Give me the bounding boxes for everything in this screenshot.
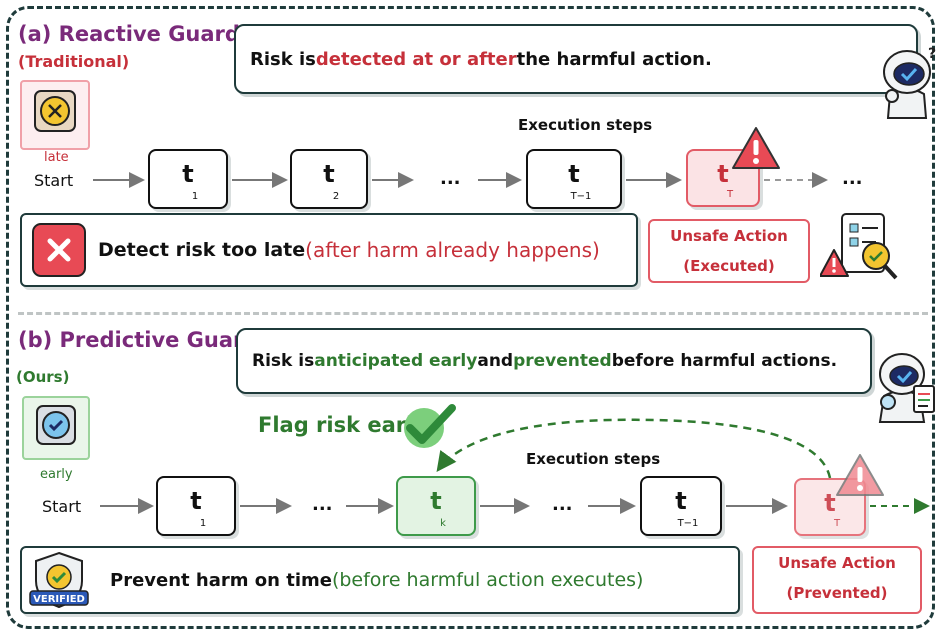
section-b-unsafe-action: Unsafe Action (Prevented) <box>752 546 922 614</box>
late-clock-icon <box>34 90 76 132</box>
flag-risk-label: Flag risk early <box>258 413 428 437</box>
step-a-1: t 1 <box>148 149 228 209</box>
diagram-frame <box>6 6 935 629</box>
unsafe-b-line1: Unsafe Action <box>778 554 896 572</box>
section-b-ellipsis-1: ... <box>312 494 333 515</box>
step-a-t-sub: T <box>726 189 734 200</box>
report-magnifier-icon <box>820 213 898 280</box>
unsafe-a-line1: Unsafe Action <box>670 227 788 245</box>
verified-shield-icon: VERIFIED <box>29 551 89 609</box>
early-label: early <box>40 467 73 482</box>
unsafe-a-line2: (Executed) <box>683 257 775 275</box>
section-b-exec-label: Execution steps <box>526 450 661 468</box>
step-b-k-sub: k <box>440 518 446 529</box>
step-b-t-sub: T <box>833 518 841 529</box>
early-icon-box <box>22 396 90 460</box>
arrow-b-curve <box>436 418 832 479</box>
section-a-unsafe-action: Unsafe Action (Executed) <box>648 219 810 283</box>
step-a-t-main: t <box>717 160 729 188</box>
section-b-subtitle: (Ours) <box>16 368 70 386</box>
section-a-callout: Risk is detected at or after the harmful… <box>234 24 918 94</box>
result-a-pre: Detect risk too late <box>98 239 306 261</box>
x-mark-icon <box>32 223 86 277</box>
callout-b-pre: Risk is <box>252 351 315 371</box>
analyst-robot-icon <box>878 353 935 423</box>
step-b-1: t 1 <box>156 476 236 536</box>
result-a-highlight: (after harm already happens) <box>305 238 600 262</box>
step-b-t-minus-1-sub: T−1 <box>677 518 699 529</box>
step-a-t-minus-1-sub: T−1 <box>570 191 592 202</box>
result-b-highlight: (before harmful action executes) <box>331 569 644 591</box>
section-a-exec-label: Execution steps <box>518 116 653 134</box>
section-a-subtitle: (Traditional) <box>18 52 130 71</box>
result-b-pre: Prevent harm on time <box>110 569 332 591</box>
green-checkmark-icon <box>404 404 456 448</box>
callout-a-highlight: detected at or after <box>315 48 517 70</box>
section-a-ellipsis-2: ... <box>842 168 863 189</box>
step-a-t-minus-1-main: t <box>568 160 580 188</box>
step-b-1-main: t <box>190 487 202 515</box>
callout-b-h2: prevented <box>513 351 612 371</box>
step-b-t-minus-1: t T−1 <box>640 476 722 536</box>
step-b-t-minus-1-main: t <box>675 487 687 515</box>
step-a-2-main: t <box>323 160 335 188</box>
step-a-2: t 2 <box>290 149 368 209</box>
verified-badge-text: VERIFIED <box>33 594 85 605</box>
section-b-result-box: VERIFIED Prevent harm on time (before ha… <box>20 546 740 614</box>
callout-b-mid: and <box>477 351 514 371</box>
section-a-title: (a) Reactive Guard <box>18 22 240 46</box>
callout-a-post: the harmful action. <box>516 48 712 70</box>
early-check-icon <box>36 405 76 445</box>
section-b-ellipsis-2: ... <box>552 494 573 515</box>
late-label: late <box>44 150 69 165</box>
step-b-t-main: t <box>824 489 836 517</box>
unsafe-b-line2: (Prevented) <box>786 584 888 602</box>
faded-warning-icon <box>836 454 884 496</box>
section-a-start-label: Start <box>34 171 74 190</box>
section-b-start-label: Start <box>42 497 82 516</box>
step-a-2-sub: 2 <box>332 191 340 202</box>
section-a-result-box: Detect risk too late (after harm already… <box>20 213 638 287</box>
warning-icon <box>732 127 780 169</box>
callout-b-post: before harmful actions. <box>611 351 838 371</box>
step-a-1-sub: 1 <box>191 191 199 202</box>
step-a-t-minus-1: t T−1 <box>526 149 622 209</box>
callout-a-pre: Risk is <box>250 48 316 70</box>
section-b-title: (b) Predictive Guard <box>18 328 259 352</box>
svg-text:?: ? <box>928 46 936 62</box>
section-a-ellipsis-1: ... <box>440 168 461 189</box>
callout-b-h1: anticipated early <box>314 351 478 371</box>
step-b-k: t k <box>396 476 476 536</box>
step-a-1-main: t <box>182 160 194 188</box>
section-b-callout: Risk is anticipated early and prevented … <box>236 328 872 394</box>
thinking-robot-icon: ? <box>883 46 936 119</box>
section-divider <box>18 312 928 315</box>
step-b-1-sub: 1 <box>199 518 207 529</box>
step-b-k-main: t <box>430 487 442 515</box>
late-icon-box <box>20 80 90 150</box>
